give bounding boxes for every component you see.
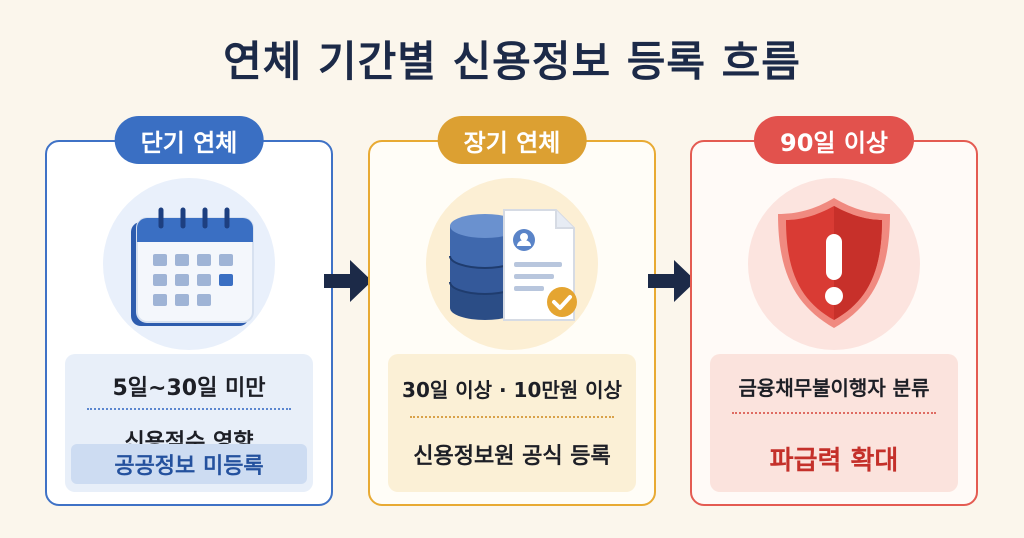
stage-effect: 신용정보원 공식 등록 (413, 444, 611, 469)
stage-period: 5일~30일 미만 (112, 376, 266, 401)
arrow-right-icon (324, 260, 372, 302)
stage-classification: 금융채무불이행자 분류 (738, 376, 930, 400)
stage-label-90-days: 90일 이상 (754, 116, 914, 164)
calendar-icon (103, 178, 275, 350)
stage-info-90-days: 금융채무불이행자 분류 파급력 확대 (710, 354, 958, 492)
database-document-icon (426, 178, 598, 350)
dotted-divider (732, 412, 936, 414)
stage-period: 30일 이상 · 10만원 이상 (402, 378, 622, 402)
dotted-divider (87, 408, 291, 410)
stage-card-long-term: 장기 연체 (368, 116, 656, 506)
stage-highlight: 공공정보 미등록 (71, 444, 307, 484)
stage-card-short-term: 단기 연체 (45, 116, 333, 506)
stage-card-90-days: 90일 이상 금융채무불이행자 분류 파급력 확대 (690, 116, 978, 506)
stage-label-short-term: 단기 연체 (114, 116, 264, 164)
arrow-right-icon (648, 260, 696, 302)
stage-info-short-term: 5일~30일 미만 신용점수 영향 공공정보 미등록 (65, 354, 313, 492)
dotted-divider (410, 416, 614, 418)
page-title: 연체 기간별 신용정보 등록 흐름 (223, 37, 801, 86)
warning-shield-icon (748, 178, 920, 350)
stage-info-long-term: 30일 이상 · 10만원 이상 신용정보원 공식 등록 (388, 354, 636, 492)
stage-label-long-term: 장기 연체 (437, 116, 587, 164)
stage-impact: 파급력 확대 (769, 446, 899, 476)
